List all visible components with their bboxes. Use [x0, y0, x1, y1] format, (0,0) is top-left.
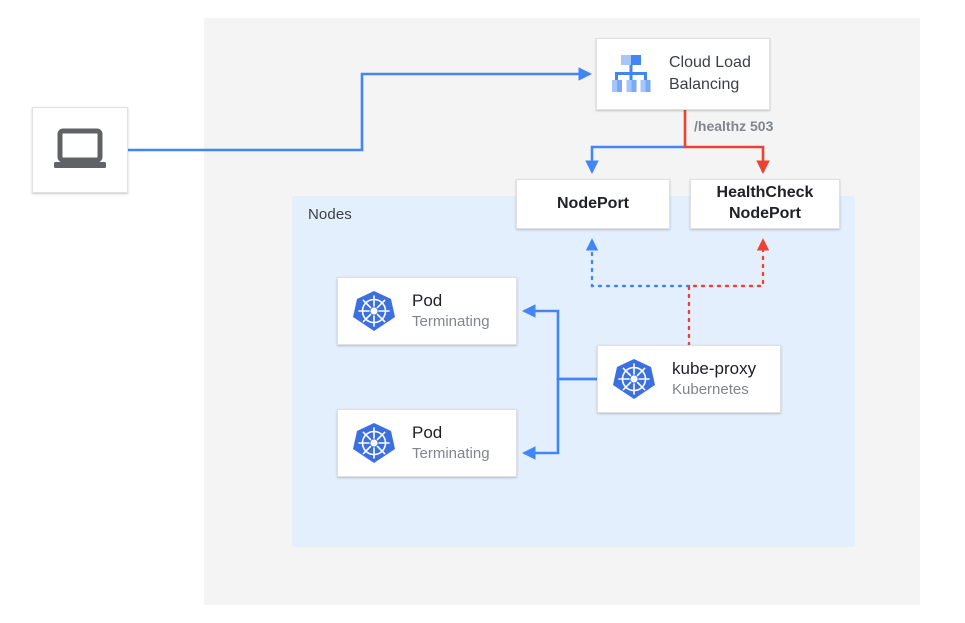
healthcheck-nodeport-label-line2: NodePort	[728, 205, 801, 222]
cloud-load-balancing-label: Cloud Load Balancing	[669, 52, 751, 95]
cloud-load-balancing-node[interactable]: Cloud Load Balancing	[596, 38, 770, 110]
nodes-region-label: Nodes	[308, 206, 352, 223]
pod-node-2[interactable]: Pod Terminating	[337, 409, 517, 477]
nodeport-node[interactable]: NodePort	[516, 179, 670, 229]
healthz-edge-label: /healthz 503	[694, 118, 774, 134]
kube-proxy-title: kube-proxy	[672, 358, 757, 378]
kubernetes-icon	[350, 419, 398, 467]
pod-subtitle-1: Terminating	[412, 312, 490, 330]
kube-proxy-node[interactable]: kube-proxy Kubernetes	[597, 345, 781, 413]
client-node[interactable]	[32, 107, 128, 193]
healthcheck-nodeport-node[interactable]: HealthCheck NodePort	[690, 179, 840, 229]
laptop-icon	[52, 126, 108, 174]
kubernetes-icon	[610, 355, 658, 403]
kube-proxy-subtitle: Kubernetes	[672, 380, 749, 398]
pod-title-2: Pod	[412, 422, 443, 442]
kube-proxy-label: kube-proxy Kubernetes	[672, 358, 756, 400]
cloud-load-balancing-icon	[607, 50, 655, 98]
kubernetes-icon	[350, 287, 398, 335]
pod-subtitle-2: Terminating	[412, 444, 490, 462]
pod-label-2: Pod Terminating	[412, 422, 490, 464]
healthcheck-nodeport-label-line1: HealthCheck	[716, 184, 814, 202]
pod-title-1: Pod	[412, 290, 443, 310]
pod-node-1[interactable]: Pod Terminating	[337, 277, 517, 345]
nodeport-label: NodePort	[557, 194, 629, 212]
cloud-load-balancing-label-line2: Balancing	[669, 76, 740, 93]
healthcheck-nodeport-label: HealthCheck NodePort	[717, 183, 814, 225]
cloud-load-balancing-label-line1: Cloud Load	[669, 54, 751, 72]
pod-label-1: Pod Terminating	[412, 290, 490, 332]
